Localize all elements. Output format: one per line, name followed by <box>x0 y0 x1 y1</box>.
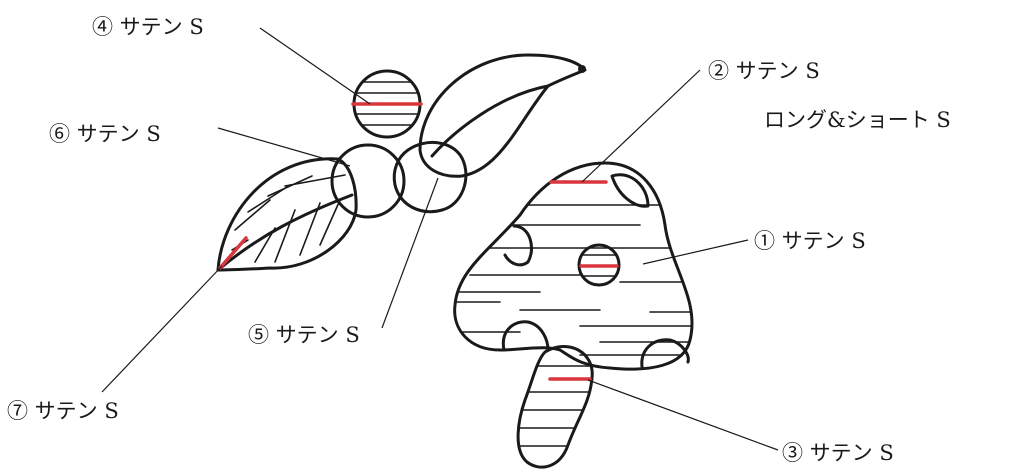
cap-spot-bottom-left <box>503 322 548 350</box>
label-2: ② サテン S <box>708 59 820 83</box>
leader-3 <box>588 380 778 450</box>
leaf-tip-dot <box>578 65 586 73</box>
cap-spot-left <box>505 226 532 265</box>
leader-lines <box>102 28 778 450</box>
mushroom-motif <box>450 163 700 467</box>
stitch-labels: ① サテン S ② サテン S ロング&ショート S ③ サテン S ④ サテン… <box>7 15 951 465</box>
leader-6 <box>218 128 350 166</box>
cap-long-short-satin <box>450 205 700 355</box>
cap-spot-top <box>612 175 648 206</box>
leader-7 <box>102 266 222 392</box>
leader-4 <box>260 28 370 104</box>
leaf-right <box>420 55 586 176</box>
berry-top <box>350 71 425 137</box>
label-1: ① サテン S <box>754 229 866 253</box>
leader-2 <box>582 70 700 182</box>
label-2-subtitle: ロング&ショート S <box>764 108 951 132</box>
leader-5 <box>382 178 438 328</box>
label-4: ④ サテン S <box>92 15 204 39</box>
leaf-left <box>218 159 356 270</box>
label-5: ⑤ サテン S <box>248 323 360 347</box>
label-7: ⑦ サテン S <box>7 399 119 423</box>
mushroom-cap <box>450 163 700 369</box>
label-6: ⑥ サテン S <box>49 122 161 146</box>
leader-1 <box>643 240 748 264</box>
label-3: ③ サテン S <box>782 441 894 465</box>
